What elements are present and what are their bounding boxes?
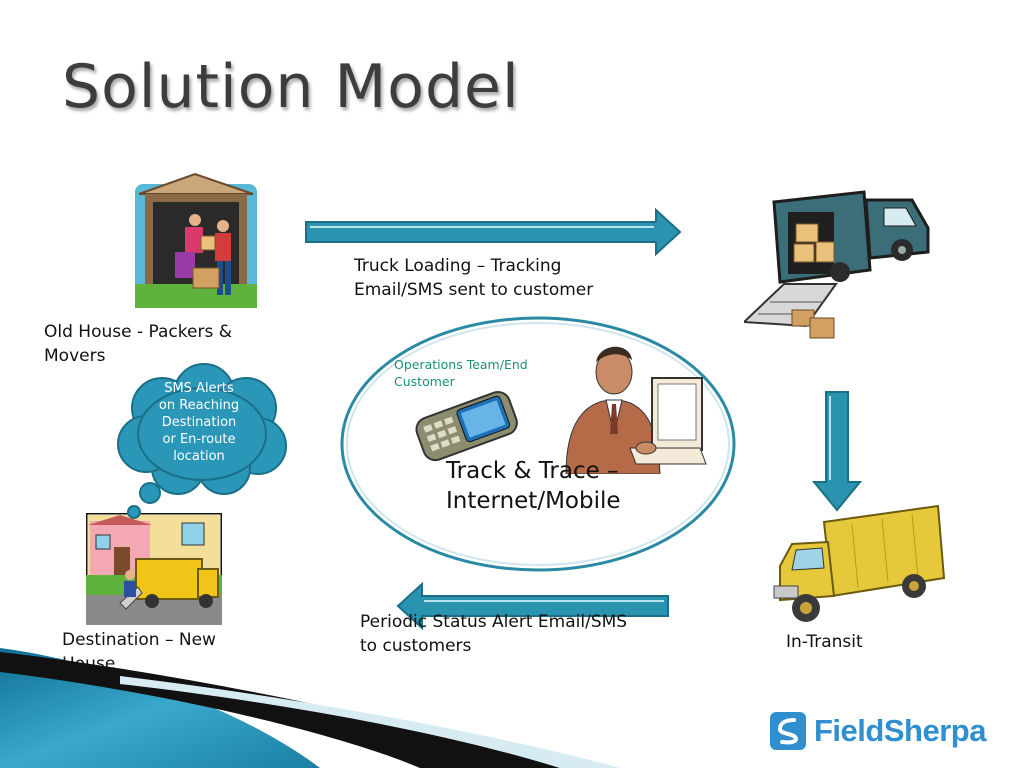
status-alert-label-line-2: to customers <box>360 636 472 656</box>
truck-loading-label-line-1: Truck Loading – Tracking <box>354 256 562 276</box>
brand-name: FieldSherpa <box>814 713 986 748</box>
destination-label: Destination – New House <box>62 628 216 676</box>
track-trace-line-2: Internet/Mobile <box>446 488 621 514</box>
slide-title: Solution Model <box>62 52 520 122</box>
sms-alert-cloud <box>117 363 287 519</box>
transit-truck-icon <box>773 504 946 622</box>
destination-label-line-2: House <box>62 654 116 674</box>
loading-truck-icon <box>744 190 930 339</box>
house-packers-icon <box>135 172 257 308</box>
truck-loading-label: Truck Loading – Tracking Email/SMS sent … <box>354 254 593 302</box>
sms-alert-line-4: or En-route <box>162 432 236 447</box>
ops-team-label: Operations Team/End Customer <box>394 356 528 390</box>
arrow-down-transit <box>812 391 862 512</box>
arrow-left-status <box>396 582 669 630</box>
sms-alert-text: SMS Alerts on Reaching Destination or En… <box>150 380 248 465</box>
in-transit-label: In-Transit <box>786 632 863 652</box>
ops-team-line-1: Operations Team/End <box>394 357 528 372</box>
sms-alert-line-3: Destination <box>161 415 237 430</box>
arrow-right-loading <box>305 208 682 256</box>
new-house-icon <box>86 513 222 625</box>
track-trace-line-1: Track & Trace – <box>446 458 619 484</box>
old-house-label-line-1: Old House - Packers & <box>44 322 232 342</box>
old-house-label-line-2: Movers <box>44 346 106 366</box>
destination-label-line-1: Destination – New <box>62 630 216 650</box>
brand-logo: FieldSherpa <box>770 712 986 750</box>
track-trace-ellipse <box>340 316 736 572</box>
old-house-label: Old House - Packers & Movers <box>44 320 232 368</box>
status-alert-label: Periodic Status Alert Email/SMS to custo… <box>360 610 627 658</box>
sms-alert-line-1: SMS Alerts <box>164 381 234 396</box>
ops-team-line-2: Customer <box>394 374 455 389</box>
sms-alert-line-5: location <box>173 449 225 464</box>
truck-loading-label-line-2: Email/SMS sent to customer <box>354 280 594 300</box>
mobile-phone-icon <box>415 391 518 462</box>
track-trace-title: Track & Trace – Internet/Mobile <box>446 456 621 516</box>
sms-alert-line-2: on Reaching <box>158 398 240 413</box>
person-at-computer-icon <box>565 346 707 474</box>
fieldsherpa-logo-icon <box>770 712 806 750</box>
status-alert-label-line-1: Periodic Status Alert Email/SMS <box>360 612 628 632</box>
